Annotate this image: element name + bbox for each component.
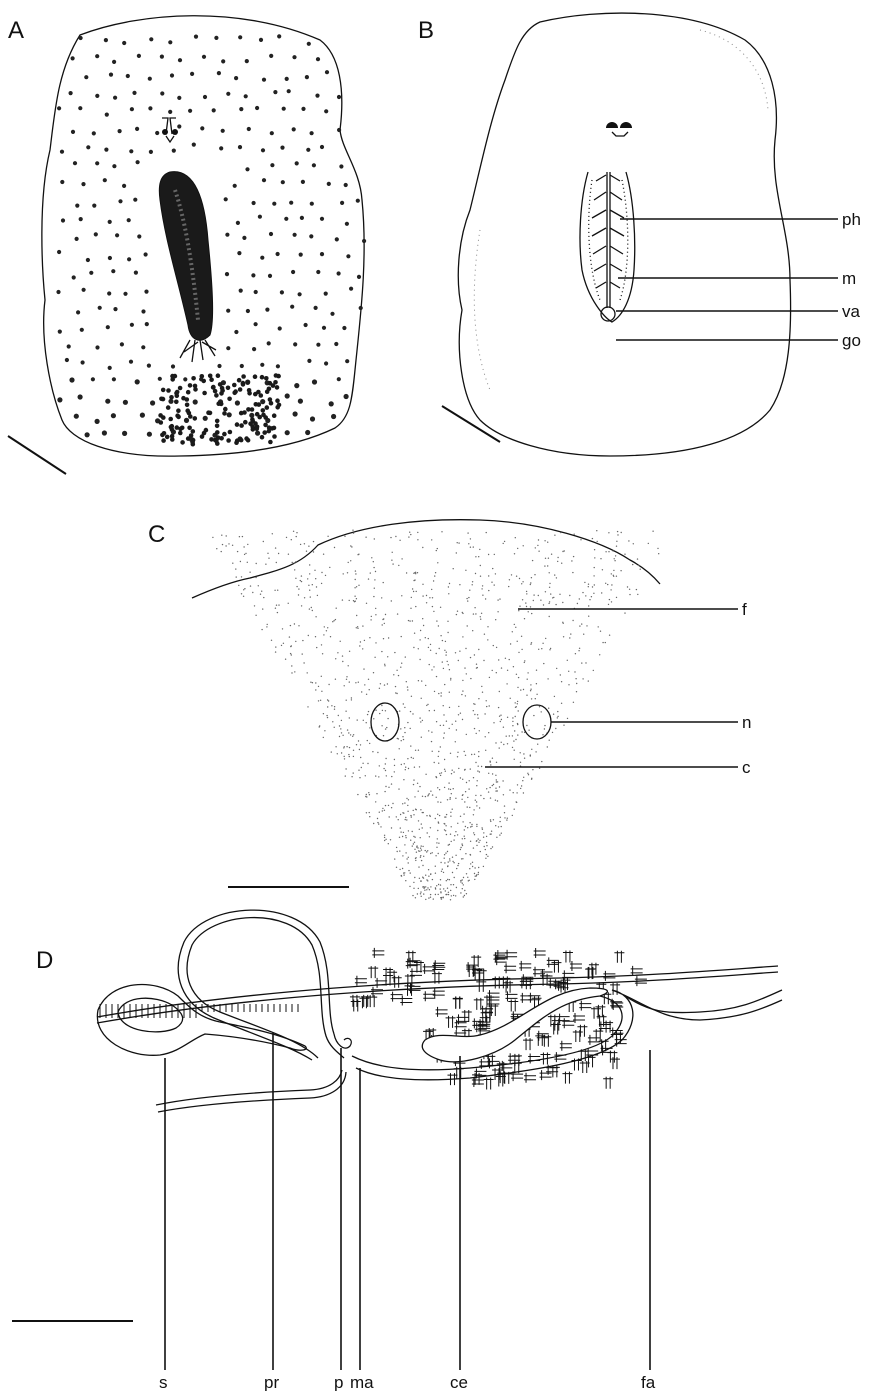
panel-b-eyes <box>606 122 632 136</box>
label-ce: ce <box>450 1373 468 1391</box>
panel-a-pharynx <box>159 172 216 362</box>
panel-c-nerve-right <box>523 705 551 739</box>
panel-d-letter: D <box>36 947 53 974</box>
panel-a-scale-bar <box>8 436 66 474</box>
panel-a-letter: A <box>8 17 24 44</box>
panel-a-eyes <box>162 118 178 142</box>
label-go: go <box>842 331 861 350</box>
label-ph: ph <box>842 210 861 229</box>
panel-b-pharynx-diagram <box>580 172 635 322</box>
label-p: p <box>334 1373 343 1391</box>
panel-c-stipple <box>212 530 659 901</box>
panel-d-seminal-vesicle <box>97 984 306 1055</box>
label-n: n <box>742 713 751 732</box>
panel-d: D s pr p ma ce <box>12 910 782 1391</box>
panel-c: C f n c <box>148 520 751 901</box>
panel-a: A <box>8 16 366 474</box>
label-c: c <box>742 758 751 777</box>
label-fa: fa <box>641 1373 656 1391</box>
panel-a-pigment-dots <box>56 34 366 446</box>
label-m: m <box>842 269 856 288</box>
label-va: va <box>842 302 861 321</box>
panel-b: B ph m va go <box>418 13 861 456</box>
label-f: f <box>742 600 747 619</box>
label-s: s <box>159 1373 168 1391</box>
panel-c-head-outline <box>192 520 660 598</box>
label-ma: ma <box>350 1373 374 1391</box>
panel-b-scale-bar <box>442 406 500 442</box>
label-pr: pr <box>264 1373 279 1391</box>
panel-d-ventral-wall <box>156 1070 342 1105</box>
panel-d-penis-papilla <box>334 1034 351 1048</box>
panel-d-penis-bulb <box>187 918 344 1058</box>
panel-b-body-outline <box>458 13 790 456</box>
panel-b-letter: B <box>418 17 434 44</box>
panel-c-letter: C <box>148 521 165 548</box>
panel-c-nerve-left <box>371 703 399 741</box>
